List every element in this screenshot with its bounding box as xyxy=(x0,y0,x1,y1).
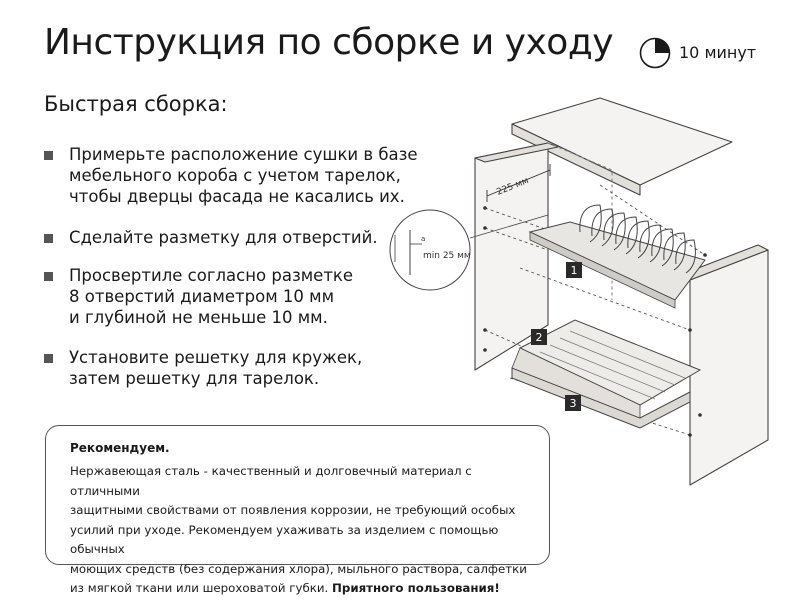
step-text: Примерьте расположение сушки в базе мебе… xyxy=(69,145,418,206)
callout-2: 2 xyxy=(531,329,547,345)
recommendation-body: Нержавеющая сталь - качественный и долго… xyxy=(70,462,540,599)
step-text: Сделайте разметку для отверстий. xyxy=(69,228,378,247)
time-label: 10 минут xyxy=(679,43,757,62)
section-title: Быстрая сборка: xyxy=(44,92,228,116)
callout-number: 2 xyxy=(536,331,543,344)
depth-label: min 25 мм xyxy=(423,251,471,261)
clock-quarter-icon xyxy=(639,37,671,69)
page-title: Инструкция по сборке и уходу xyxy=(44,22,614,63)
dish-tray xyxy=(511,319,702,429)
recommendation-closing: Приятного пользования! xyxy=(332,581,500,595)
callout-number: 1 xyxy=(571,264,578,277)
cabinet-right-panel xyxy=(689,249,769,486)
square-bullet-icon xyxy=(44,354,53,363)
square-bullet-icon xyxy=(44,234,53,243)
time-estimate: 10 минут xyxy=(639,36,789,72)
square-bullet-icon xyxy=(44,151,53,160)
drill-depth-detail: a min 25 мм xyxy=(389,209,549,291)
callout-3: 3 xyxy=(565,395,581,411)
recommendation-box: Рекомендуем. Нержавеющая сталь - качеств… xyxy=(45,425,550,595)
plate-rack xyxy=(528,204,706,309)
svg-text:a: a xyxy=(421,235,425,243)
step-text: Установите решетку для кружек, затем реш… xyxy=(69,348,363,388)
recommendation-text: Нержавеющая сталь - качественный и долго… xyxy=(70,464,527,595)
cabinet-assembly-illustration: 225 мм a min 25 мм xyxy=(389,97,769,486)
recommendation-title: Рекомендуем. xyxy=(70,441,170,455)
callout-1: 1 xyxy=(566,262,582,278)
square-bullet-icon xyxy=(44,272,53,281)
step-text: Просвертиле согласно разметке 8 отверсти… xyxy=(69,266,354,327)
callout-number: 3 xyxy=(570,397,577,410)
